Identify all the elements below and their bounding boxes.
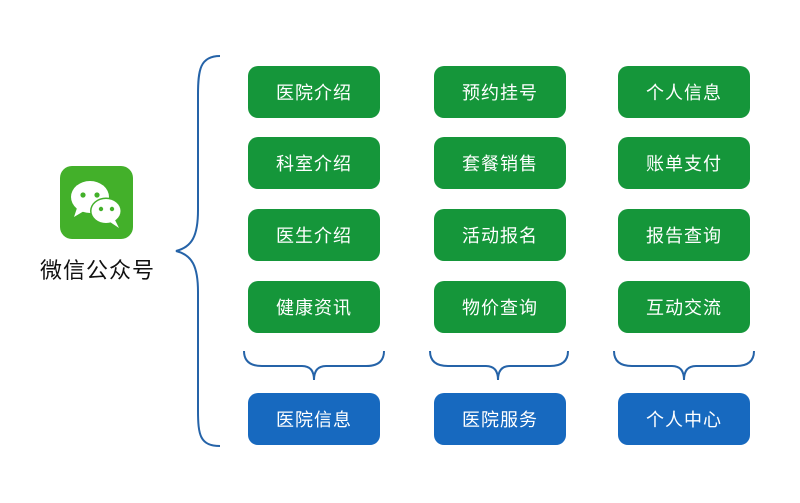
item-department-intro: 科室介绍 xyxy=(248,137,380,189)
column-brace-3 xyxy=(613,350,755,381)
app-name: 微信公众号 xyxy=(39,259,155,284)
main-brace xyxy=(175,55,221,447)
item-personal-info: 个人信息 xyxy=(618,66,750,118)
item-hospital-intro: 医院介绍 xyxy=(248,66,380,118)
category-hospital-service: 医院服务 xyxy=(434,393,566,445)
item-event-signup: 活动报名 xyxy=(434,209,566,261)
column-brace-2 xyxy=(429,350,569,381)
item-package-sales: 套餐销售 xyxy=(434,137,566,189)
item-price-query: 物价查询 xyxy=(434,281,566,333)
wechat-icon xyxy=(71,181,122,228)
category-personal-center: 个人中心 xyxy=(618,393,750,445)
item-report-query: 报告查询 xyxy=(618,209,750,261)
item-bill-payment: 账单支付 xyxy=(618,137,750,189)
wechat-logo xyxy=(60,166,133,239)
item-appointment: 预约挂号 xyxy=(434,66,566,118)
column-brace-1 xyxy=(243,350,385,381)
item-interaction: 互动交流 xyxy=(618,281,750,333)
category-hospital-info: 医院信息 xyxy=(248,393,380,445)
item-doctor-intro: 医生介绍 xyxy=(248,209,380,261)
item-health-news: 健康资讯 xyxy=(248,281,380,333)
